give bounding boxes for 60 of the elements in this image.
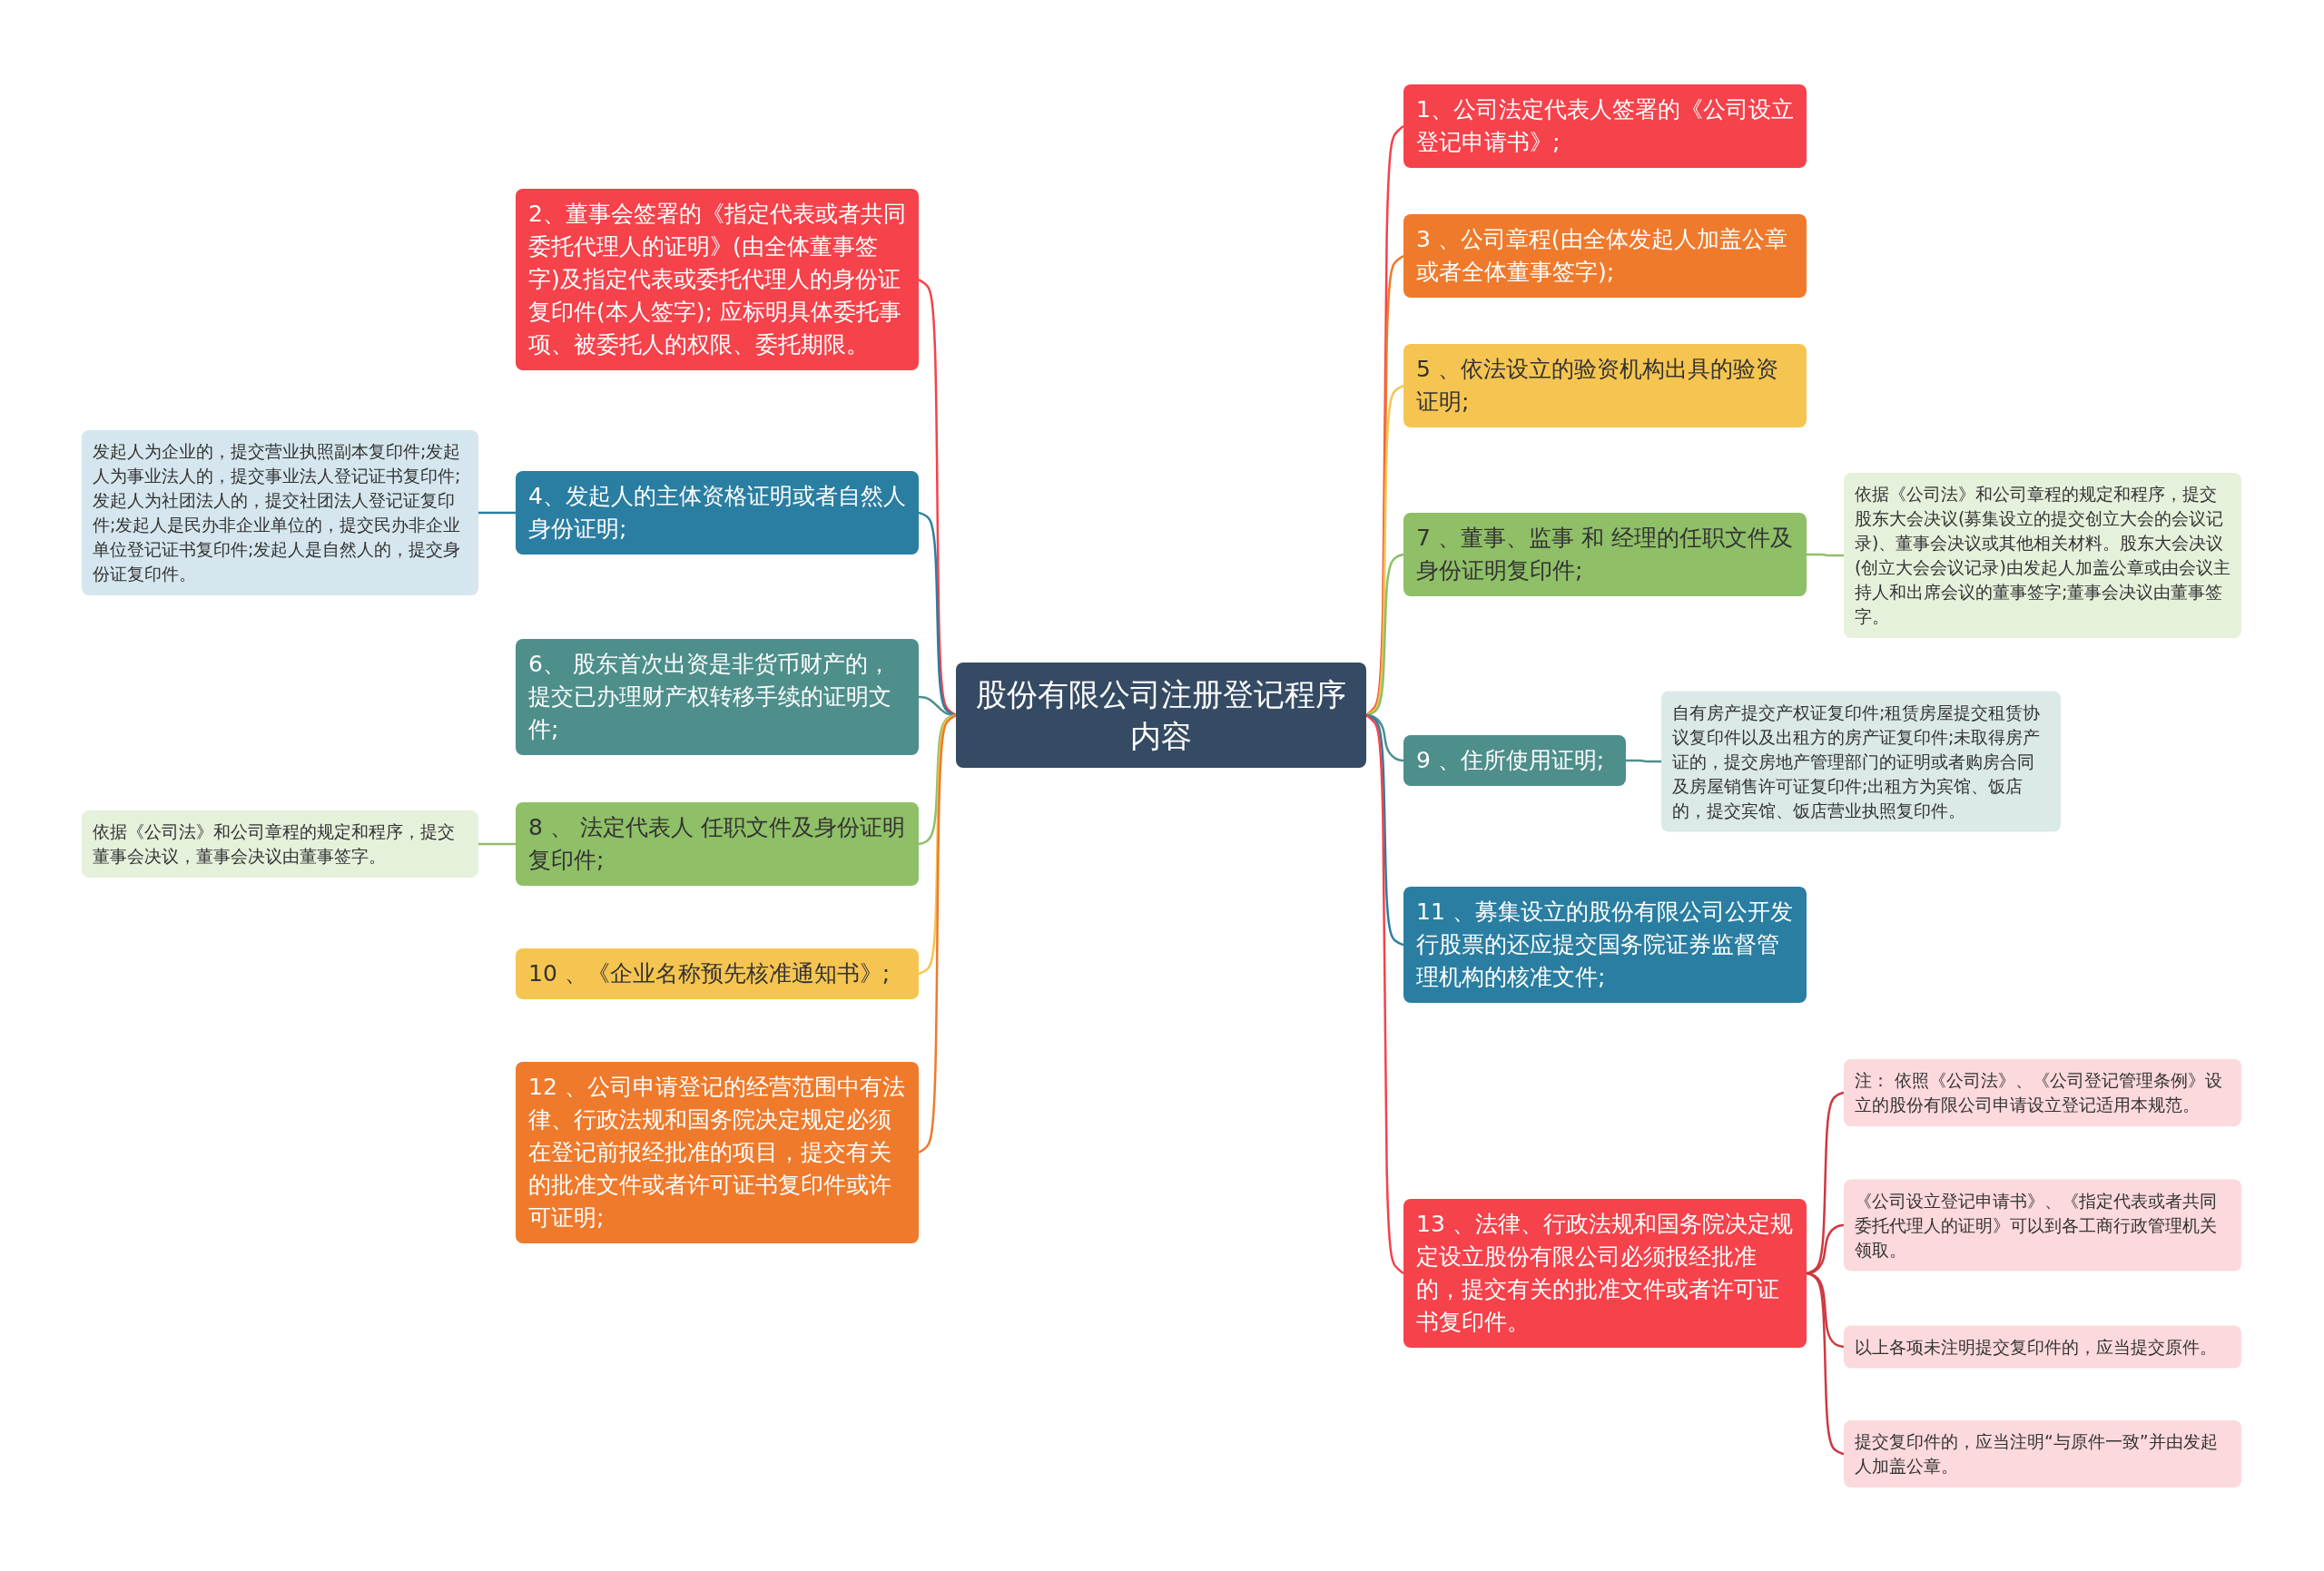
topic-box: [516, 189, 919, 370]
connector-line: [1365, 713, 1404, 762]
topic-text: 8 、 法定代表人 任职文件及身份证明复印件;: [528, 813, 906, 875]
connector-line: [918, 713, 957, 1154]
topic-text: 9 、住所使用证明;: [1416, 746, 1605, 775]
topic-box: [516, 948, 919, 999]
topic-text: 3 、公司章程(由全体发起人加盖公章或者全体董事签字);: [1416, 225, 1788, 287]
topic-text: 6、 股东首次出资是非货币财产的，提交已办理财产权转移手续的证明文件;: [528, 650, 892, 744]
note-box: [1844, 1179, 2241, 1272]
topic-box: [516, 471, 919, 555]
topic-text: 4、发起人的主体资格证明或者自然人身份证明;: [528, 482, 906, 544]
note-text: 发起人为企业的，提交营业执照副本复印件;发起人为事业法人的，提交事业法人登记证书复印件;发起人为社团法人的，提交社团法人登记证复印件;发起人是民办非企业单位的，提交民办非企业单位登记证书复印件;发起人是自然人的，提交身份证复印件。: [93, 440, 462, 585]
topic-text: 1、公司法定代表人签署的《公司设立登记申请书》;: [1416, 95, 1794, 157]
connector-line: [1365, 714, 1404, 1274]
note-box: [1844, 1059, 2241, 1126]
connector-line: [1806, 1272, 1845, 1456]
topic-box: [1403, 214, 1807, 298]
connector-line: [1807, 553, 1844, 557]
connector-line: [478, 842, 516, 846]
topic-text: 11 、募集设立的股份有限公司公开发行股票的还应提交国务院证券监督管理机构的核准文件;: [1416, 898, 1794, 992]
central-topic: [956, 663, 1366, 768]
connector-line: [1365, 384, 1404, 717]
connector-line: [1626, 759, 1661, 763]
topic-text: 12 、公司申请登记的经营范围中有法律、行政法规和国务院决定规定必须在登记前报经批准的项目，提交有关的批准文件或者许可证书复印件或许可证明;: [528, 1073, 906, 1232]
topic-box: [1403, 1199, 1807, 1348]
note-text: 《公司设立登记申请书》、《指定代表或者共同委托代理人的证明》可以到各工商行政管理机关领取。: [1855, 1189, 2218, 1262]
connector-line: [1806, 1223, 1845, 1275]
connector-line: [918, 511, 957, 717]
topic-box: [1403, 513, 1807, 596]
note-text: 依据《公司法》和公司章程的规定和程序，提交董事会决议，董事会决议由董事签字。: [93, 820, 456, 868]
note-box: [1844, 1325, 2241, 1369]
note-text: 自有房产提交产权证复印件;租赁房屋提交租赁协议复印件以及出租方的房产证复印件;未取得房产证的，提交房地产管理部门的证明或者购房合同及房屋销售许可证复印件;出租方为宾馆、饭店的，提交宾馆、饭店营业执照复印件。: [1672, 701, 2042, 822]
topic-box: [1403, 887, 1807, 1003]
topic-text: 7 、董事、监事 和 经理的任职文件及身份证明复印件;: [1416, 524, 1794, 585]
connector-line: [1365, 553, 1404, 717]
note-text: 以上各项未注明提交复印件的，应当提交原件。: [1855, 1335, 2217, 1359]
topic-box: [1403, 735, 1626, 786]
topic-box: [1403, 344, 1807, 427]
connector-line: [1806, 1091, 1845, 1275]
connector-line: [1365, 713, 1404, 947]
note-box: [1661, 691, 2061, 832]
topic-text: 股份有限公司注册登记程序内容: [975, 675, 1347, 756]
connector-line: [918, 713, 957, 846]
connector-line: [478, 511, 516, 515]
topic-text: 2、董事会签署的《指定代表或者共同委托代理人的证明》(由全体董事签字)及指定代表或委托代理人的身份证复印件(本人签字); 应标明具体委托事项、被委托人的权限、委托期限。: [528, 200, 906, 359]
connector-line: [918, 278, 957, 717]
note-box: [1844, 1420, 2241, 1488]
topic-box: [1403, 84, 1807, 168]
topic-text: 10 、《企业名称预先核准通知书》;: [528, 959, 891, 988]
note-box: [82, 810, 478, 878]
topic-text: 13 、法律、行政法规和国务院决定规定设立股份有限公司必须报经批准的，提交有关的批准文件或者许可证书复印件。: [1416, 1210, 1794, 1337]
topic-box: [516, 1062, 919, 1243]
topic-box: [516, 802, 919, 886]
note-box: [1844, 473, 2241, 638]
note-box: [82, 430, 478, 595]
note-text: 提交复印件的，应当注明“与原件一致”并由发起人加盖公章。: [1855, 1430, 2219, 1478]
topic-box: [516, 639, 919, 755]
topic-text: 5 、依法设立的验资机构出具的验资证明;: [1416, 355, 1779, 417]
note-text: 注： 依照《公司法》、《公司登记管理条例》设立的股份有限公司申请设立登记适用本规范。: [1855, 1069, 2224, 1116]
note-text: 依据《公司法》和公司章程的规定和程序，提交股东大会决议(募集设立的提交创立大会的会议记录)、董事会决议或其他相关材料。股东大会决议(创立大会会议记录)由发起人加盖公章或由会议主持人和出席会议的董事签字;董事会决议由董事签字。: [1855, 483, 2230, 628]
